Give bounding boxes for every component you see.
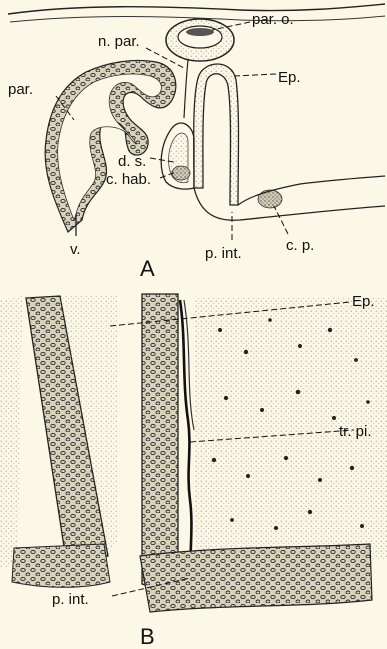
pineal-tract	[180, 300, 192, 578]
label-tr-pi: tr. pi.	[339, 423, 372, 440]
parietal-eye-lens	[186, 28, 214, 36]
label-c-p: c. p.	[286, 237, 314, 254]
leader-ep	[234, 74, 276, 76]
panel-b-drawing: Ep. tr. pi. p. int. B	[0, 293, 387, 649]
label-v: v.	[70, 241, 81, 258]
left-base	[12, 544, 110, 587]
label-ep: Ep.	[278, 69, 301, 86]
panel-label-b: B	[140, 624, 155, 649]
leader-c-p	[274, 206, 288, 234]
parietal-nerve	[184, 60, 188, 118]
left-stroma	[0, 296, 22, 570]
label-c-hab: c. hab.	[106, 171, 151, 188]
panel-a-drawing: par. o. n. par. par. Ep. d. s. c. hab. p…	[8, 4, 385, 281]
label-par: par.	[8, 81, 33, 98]
panel-label-a: A	[140, 256, 155, 281]
label-p-int: p. int.	[205, 245, 242, 262]
habenular-commissure	[172, 166, 190, 180]
intercalar-band	[140, 544, 372, 612]
label-d-s: d. s.	[118, 153, 146, 170]
label-par-o: par. o.	[252, 11, 294, 28]
label-n-par: n. par.	[98, 33, 140, 50]
epiphysis	[194, 64, 239, 205]
label-p-int-b: p. int.	[52, 591, 89, 608]
label-ep-b: Ep.	[352, 293, 375, 310]
posterior-commissure	[258, 190, 282, 208]
intercalar-floor	[194, 188, 385, 220]
roof-line-outer	[8, 4, 385, 14]
central-epithelium	[142, 294, 178, 590]
